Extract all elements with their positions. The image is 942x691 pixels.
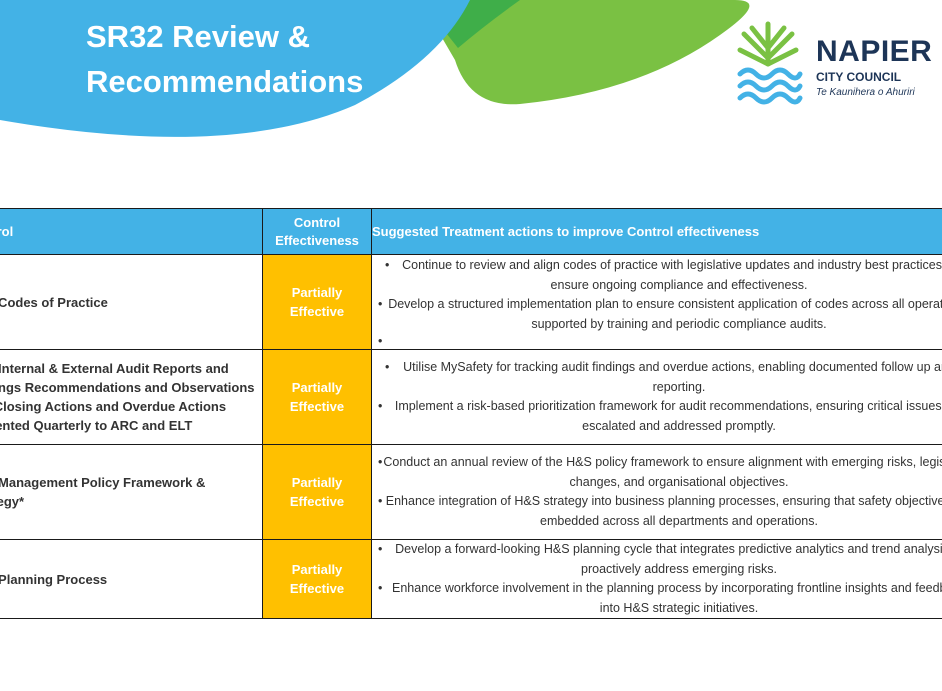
treatment-actions: Continue to review and align codes of pr…	[371, 254, 942, 350]
napier-tree-wave-logo-icon	[737, 21, 803, 105]
empty-bullet	[372, 334, 942, 348]
action-item: Enhance integration of H&S strategy into…	[372, 492, 942, 531]
logo-subtitle: CITY COUNCIL	[816, 70, 902, 84]
header-suggested-actions: Suggested Treatment actions to improve C…	[371, 208, 942, 255]
action-item: Enhance workforce involvement in the pla…	[372, 579, 942, 618]
table-row: H&S Codes of Practice Partially Effectiv…	[0, 254, 942, 350]
table-row: H&S Planning Process Partially Effective…	[0, 539, 942, 619]
control-name: H&S Codes of Practice	[0, 254, 263, 350]
table-row: H&S Internal & External Audit Reports an…	[0, 349, 942, 445]
effectiveness-badge: Partially Effective	[262, 254, 372, 350]
page-title-line-1: SR32 Review &	[86, 19, 310, 54]
logo-tagline: Te Kaunihera o Ahuriri	[816, 87, 915, 98]
control-name: H&S Internal & External Audit Reports an…	[0, 349, 263, 445]
action-item: Develop a forward-looking H&S planning c…	[372, 540, 942, 579]
treatment-actions: Conduct an annual review of the H&S poli…	[371, 444, 942, 540]
header-control: Control	[0, 208, 263, 255]
table-row: H&S Management Policy Framework & Strate…	[0, 444, 942, 540]
control-name: H&S Management Policy Framework & Strate…	[0, 444, 263, 540]
logo-name: NAPIER	[816, 35, 933, 68]
table-header-row: Control Control Effectiveness Suggested …	[0, 208, 942, 255]
action-item: Implement a risk-based prioritization fr…	[372, 397, 942, 436]
action-item: Continue to review and align codes of pr…	[372, 256, 942, 295]
header-green-shape	[420, 0, 750, 105]
effectiveness-badge: Partially Effective	[262, 539, 372, 619]
treatment-actions: Develop a forward-looking H&S planning c…	[371, 539, 942, 619]
header-blue-shape	[0, 0, 470, 137]
controls-table: Control Control Effectiveness Suggested …	[0, 208, 942, 619]
page-title-line-2: Recommendations	[86, 64, 364, 99]
effectiveness-badge: Partially Effective	[262, 349, 372, 445]
action-item: Develop a structured implementation plan…	[372, 295, 942, 334]
header-control-effectiveness: Control Effectiveness	[262, 208, 372, 255]
action-item: Conduct an annual review of the H&S poli…	[372, 453, 942, 492]
treatment-actions: Utilise MySafety for tracking audit find…	[371, 349, 942, 445]
action-item: Utilise MySafety for tracking audit find…	[372, 358, 942, 397]
page-title: SR32 Review & Recommendations	[86, 14, 363, 104]
control-name: H&S Planning Process	[0, 539, 263, 619]
effectiveness-badge: Partially Effective	[262, 444, 372, 540]
napier-city-council-logo: NAPIER CITY COUNCIL Te Kaunihera o Ahuri…	[736, 20, 942, 110]
